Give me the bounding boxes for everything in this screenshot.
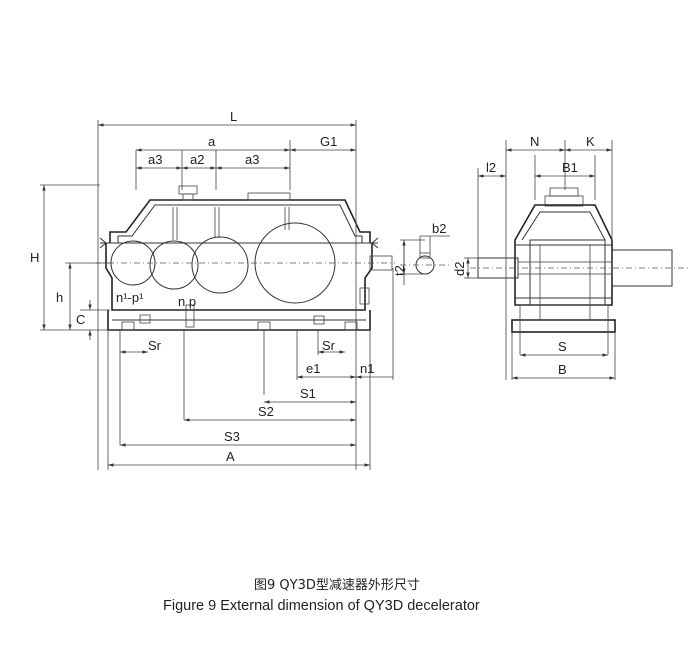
shaft-section (400, 235, 450, 285)
dim-label-e1: e1 (306, 361, 320, 376)
gear-circle-3 (191, 236, 249, 294)
housing-top-cover (109, 199, 371, 243)
dim-label-h: h (56, 290, 63, 305)
foot-bolt-np (185, 304, 195, 328)
breather-stem (182, 193, 194, 201)
dim-label-a2: a2 (190, 152, 204, 167)
dim-label-H: H (30, 250, 39, 265)
oil-gauge (359, 287, 370, 305)
housing-inner-cover (117, 204, 363, 243)
output-shaft-stub (369, 255, 393, 271)
dim-label-C: C (76, 312, 85, 327)
dim-label-S2: S2 (258, 404, 274, 419)
dim-label-B: B (558, 362, 567, 377)
gear-circle-2 (149, 240, 199, 290)
dim-label-t2: t2 (392, 265, 407, 276)
dim-label-S: S (558, 339, 567, 354)
front-view (95, 120, 395, 470)
foot-bolt-right (313, 315, 325, 325)
housing-lower-body (105, 243, 373, 311)
dim-label-d2: d2 (452, 262, 467, 276)
dim-label-b2: b2 (432, 221, 446, 236)
dim-label-G1: G1 (320, 134, 337, 149)
housing-base (107, 310, 371, 331)
dim-label-K: K (586, 134, 595, 149)
caption-english: Figure 9 External dimension of QY3D dece… (163, 598, 480, 614)
dim-label-l2: l2 (486, 160, 496, 175)
dim-label-a3-left: a3 (148, 152, 162, 167)
dim-label-S3: S3 (224, 429, 240, 444)
foot-bolt-left (121, 321, 135, 331)
dim-label-n-p: n p (178, 294, 196, 309)
dim-label-Sr-left: Sr (148, 338, 162, 353)
side-view (464, 140, 690, 380)
dim-label-a3-right: a3 (245, 152, 259, 167)
dim-label-n1-p1: n¹-p¹ (116, 290, 144, 305)
inspection-cover (247, 192, 291, 201)
side-dimension-lines (466, 148, 615, 380)
dim-label-a: a (208, 134, 216, 149)
dim-label-A: A (226, 449, 235, 464)
dim-label-B1: B1 (562, 160, 578, 175)
dim-label-N: N (530, 134, 539, 149)
dim-label-Sr-right: Sr (322, 338, 336, 353)
dim-label-L: L (230, 109, 237, 124)
front-dimension-lines (40, 123, 393, 470)
dim-label-n1: n1 (360, 361, 374, 376)
caption-chinese: 图9 QY3D型减速器外形尺寸 (254, 578, 420, 593)
dim-label-S1: S1 (300, 386, 316, 401)
